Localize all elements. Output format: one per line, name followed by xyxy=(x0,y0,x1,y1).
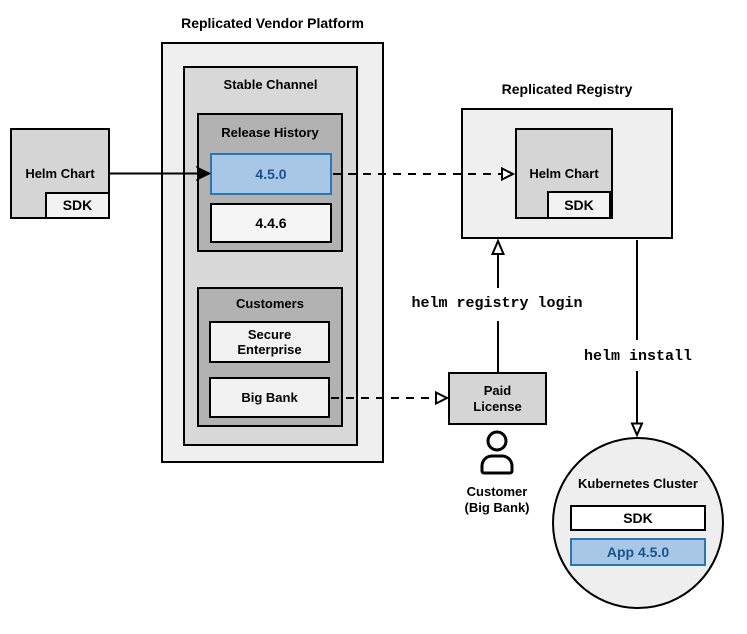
customer-icon-head xyxy=(486,430,508,452)
vendor-sdk-box: SDK xyxy=(45,192,110,219)
cluster-sdk-box: SDK xyxy=(570,505,706,531)
release-4-4-6: 4.4.6 xyxy=(210,203,332,243)
customer-label: Customer (Big Bank) xyxy=(437,484,557,516)
arrow-license-to-registry-head xyxy=(490,238,506,255)
paid-license-box: Paid License xyxy=(448,372,547,425)
arrow-registry-to-cluster-head xyxy=(630,422,644,438)
cluster-app-box: App 4.5.0 xyxy=(570,538,706,566)
helm-registry-login-label: helm registry login xyxy=(411,295,583,312)
customer-name: Customer xyxy=(466,484,528,499)
arrow-bigbank-to-license-head xyxy=(435,390,450,406)
registry-sdk-box: SDK xyxy=(547,191,611,219)
customers-label: Customers xyxy=(236,296,304,311)
kubernetes-cluster-label: Kubernetes Cluster xyxy=(578,476,698,491)
helm-install-label: helm install xyxy=(583,348,693,365)
stable-channel-label: Stable Channel xyxy=(223,77,318,92)
platform-title: Replicated Vendor Platform xyxy=(181,15,364,31)
customer-big-bank: Big Bank xyxy=(209,377,330,418)
release-history-label: Release History xyxy=(221,125,319,140)
customer-icon-body xyxy=(480,454,514,475)
customer-company: (Big Bank) xyxy=(464,500,530,515)
customer-icon xyxy=(480,430,514,475)
registry-title: Replicated Registry xyxy=(501,81,633,97)
release-4-5-0: 4.5.0 xyxy=(210,153,332,195)
customer-secure-enterprise: Secure Enterprise xyxy=(209,321,330,363)
